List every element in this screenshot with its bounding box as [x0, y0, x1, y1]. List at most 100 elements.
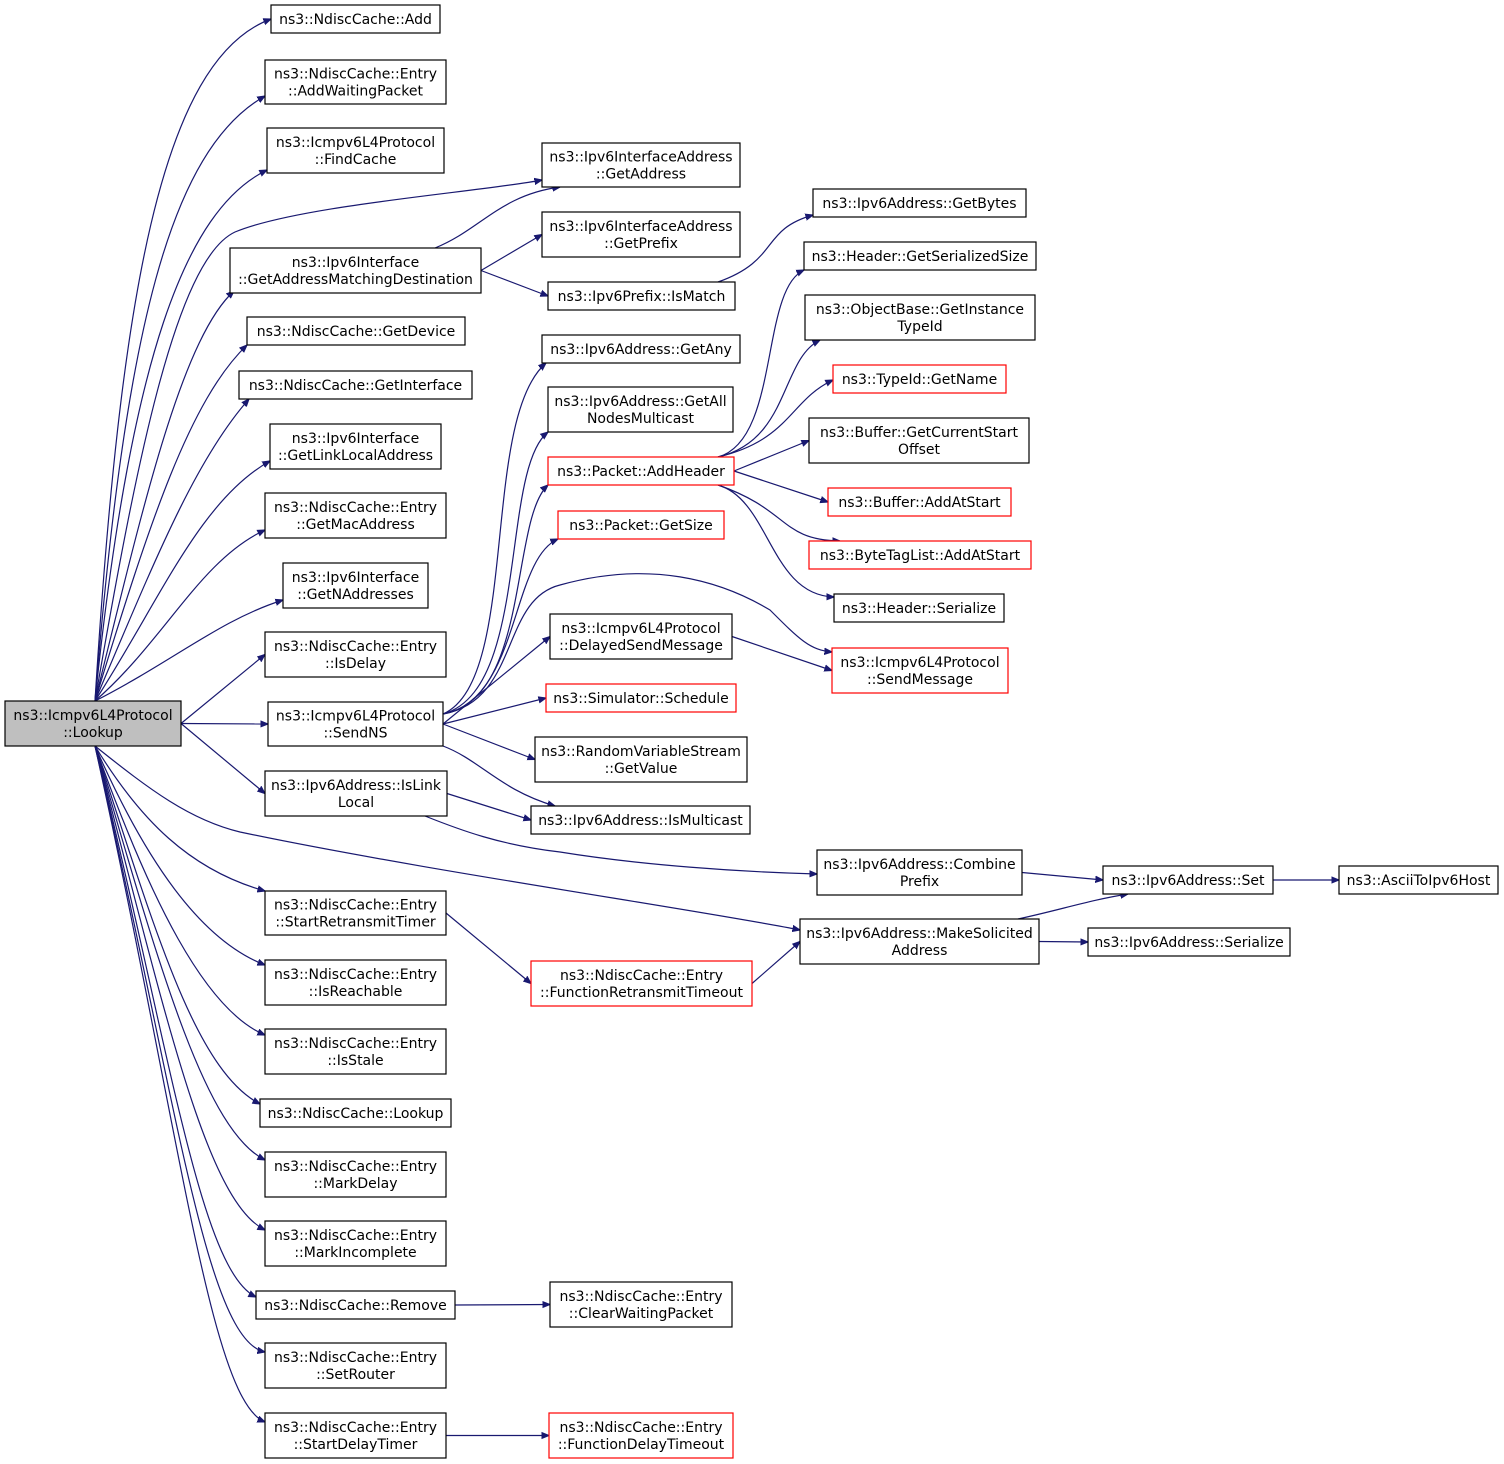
node-rvs_getvalue[interactable]: ns3::RandomVariableStream::GetValue: [534, 736, 748, 783]
node-label-line: ::IsReachable: [309, 984, 403, 1000]
node-findcache[interactable]: ns3::Icmpv6L4Protocol::FindCache: [266, 127, 445, 174]
node-root[interactable]: ns3::Icmpv6L4Protocol::Lookup: [4, 700, 182, 747]
node-label-line: ns3::NdiscCache::Entry: [274, 1350, 437, 1366]
node-label-line: ns3::ObjectBase::GetInstance: [816, 302, 1024, 318]
edge-root-to-e_isreachable: [94, 745, 265, 965]
node-box: [833, 593, 1005, 623]
node-box: [541, 211, 741, 258]
node-delayedsend[interactable]: ns3::Icmpv6L4Protocol::DelayedSendMessag…: [549, 613, 733, 660]
node-e_addwait[interactable]: ns3::NdiscCache::Entry::AddWaitingPacket: [264, 59, 447, 105]
node-e_markdelay[interactable]: ns3::NdiscCache::Entry::MarkDelay: [264, 1151, 447, 1198]
node-box: [541, 334, 741, 364]
edge-p_addheader-to-buf_getcur: [733, 441, 809, 472]
node-tid_getname[interactable]: ns3::TypeId::GetName: [832, 364, 1007, 394]
node-e_isreachable[interactable]: ns3::NdiscCache::Entry::IsReachable: [264, 959, 447, 1006]
node-ifa_getprefix[interactable]: ns3::Ipv6InterfaceAddress::GetPrefix: [541, 211, 741, 258]
node-box: [266, 127, 445, 174]
node-btl_addatstart[interactable]: ns3::ByteTagList::AddAtStart: [808, 540, 1032, 570]
edge-getaddrmatch-to-ifa_getaddress: [434, 187, 560, 249]
edge-root-to-nc_getdevice: [94, 345, 247, 702]
node-box: [808, 417, 1030, 464]
node-a_serialize[interactable]: ns3::Ipv6Address::Serialize: [1087, 927, 1291, 957]
node-e_markincomplete[interactable]: ns3::NdiscCache::Entry::MarkIncomplete: [264, 1220, 447, 1267]
node-e_startretx[interactable]: ns3::NdiscCache::Entry::StartRetransmitT…: [264, 890, 447, 936]
node-nc_getdevice[interactable]: ns3::NdiscCache::GetDevice: [246, 316, 466, 346]
node-sim_schedule[interactable]: ns3::Simulator::Schedule: [545, 683, 737, 713]
node-getlinklocal[interactable]: ns3::Ipv6Interface::GetLinkLocalAddress: [269, 423, 442, 470]
node-box: [267, 701, 444, 747]
edge-sendns-to-rvs_getvalue: [442, 723, 535, 760]
node-box: [264, 1220, 447, 1267]
node-label-line: ns3::Packet::GetSize: [569, 518, 712, 534]
edge-sendns-to-icmp_sendmsg: [442, 573, 832, 715]
node-box: [547, 386, 734, 433]
node-box: [799, 918, 1040, 965]
edge-root-to-getaddrmatch: [94, 291, 234, 702]
node-label-line: ns3::Ipv6Address::GetAny: [550, 342, 732, 358]
edge-p_addheader-to-btl_addatstart: [717, 484, 840, 541]
node-label-line: ::AddWaitingPacket: [288, 84, 423, 100]
edge-a_makesolicited-to-a_set: [1017, 894, 1128, 920]
node-box: [270, 4, 441, 34]
node-box: [557, 510, 725, 540]
node-e_funcdelay[interactable]: ns3::NdiscCache::Entry::FunctionDelayTim…: [548, 1412, 734, 1459]
node-a_getbytes[interactable]: ns3::Ipv6Address::GetBytes: [812, 188, 1027, 218]
node-a_ismulticast[interactable]: ns3::Ipv6Address::IsMulticast: [530, 805, 751, 835]
edge-root-to-e_markincomplete: [94, 745, 265, 1230]
node-e_setrouter[interactable]: ns3::NdiscCache::Entry::SetRouter: [264, 1342, 447, 1389]
edge-sendns-to-a_getallnodes: [442, 432, 548, 715]
edge-islinklocal-to-a_ismulticast: [446, 792, 531, 821]
node-label-line: Prefix: [900, 874, 939, 890]
node-label-line: ns3::NdiscCache::Add: [279, 12, 432, 28]
node-label-line: ::MarkIncomplete: [294, 1245, 416, 1261]
node-label-line: ns3::Icmpv6L4Protocol: [276, 135, 435, 151]
node-p_getsize[interactable]: ns3::Packet::GetSize: [557, 510, 725, 540]
node-label-line: ns3::Ipv6Address::IsLink: [271, 778, 442, 794]
node-getnaddr[interactable]: ns3::Ipv6Interface::GetNAddresses: [282, 562, 429, 609]
node-icmp_sendmsg[interactable]: ns3::Icmpv6L4Protocol::SendMessage: [831, 647, 1009, 694]
node-label-line: ::IsDelay: [325, 656, 386, 672]
node-label-line: ns3::Ipv6Address::MakeSolicited: [806, 926, 1033, 942]
node-e_isdelay[interactable]: ns3::NdiscCache::Entry::IsDelay: [264, 631, 447, 678]
node-sendns[interactable]: ns3::Icmpv6L4Protocol::SendNS: [267, 701, 444, 747]
node-box: [264, 1342, 447, 1389]
node-label-line: ns3::NdiscCache::GetDevice: [257, 324, 456, 340]
node-h_getsersize[interactable]: ns3::Header::GetSerializedSize: [803, 241, 1037, 271]
node-box: [803, 241, 1037, 271]
node-a_set[interactable]: ns3::Ipv6Address::Set: [1102, 865, 1274, 895]
node-e_funcretx[interactable]: ns3::NdiscCache::Entry::FunctionRetransm…: [530, 960, 753, 1007]
edge-root-to-e_getmac: [94, 530, 265, 702]
node-label-line: ns3::Simulator::Schedule: [553, 691, 729, 707]
node-p_addheader[interactable]: ns3::Packet::AddHeader: [547, 456, 735, 486]
node-nc_getinterface[interactable]: ns3::NdiscCache::GetInterface: [238, 370, 473, 400]
node-label-line: ::StartRetransmitTimer: [275, 915, 436, 931]
node-nc_remove[interactable]: ns3::NdiscCache::Remove: [255, 1290, 456, 1320]
node-box: [264, 1028, 447, 1075]
node-a_getany[interactable]: ns3::Ipv6Address::GetAny: [541, 334, 741, 364]
node-e_clearwait[interactable]: ns3::NdiscCache::Entry::ClearWaitingPack…: [549, 1281, 733, 1328]
node-label-line: ns3::Packet::AddHeader: [557, 464, 725, 480]
node-ascii2ipv6[interactable]: ns3::AsciiToIpv6Host: [1338, 865, 1499, 895]
node-box: [264, 631, 447, 678]
node-label-line: ::SetRouter: [316, 1367, 395, 1383]
node-e_getmac[interactable]: ns3::NdiscCache::Entry::GetMacAddress: [264, 492, 447, 539]
node-nc_add[interactable]: ns3::NdiscCache::Add: [270, 4, 441, 34]
node-e_startdelay[interactable]: ns3::NdiscCache::Entry::StartDelayTimer: [264, 1412, 447, 1459]
node-label-line: ns3::NdiscCache::Remove: [264, 1298, 447, 1314]
node-prefix_ismatch[interactable]: ns3::Ipv6Prefix::IsMatch: [547, 281, 736, 311]
node-box: [4, 700, 182, 747]
node-ifa_getaddress[interactable]: ns3::Ipv6InterfaceAddress::GetAddress: [541, 142, 741, 188]
node-nc_lookup[interactable]: ns3::NdiscCache::Lookup: [259, 1098, 452, 1128]
node-label-line: ns3::Buffer::GetCurrentStart: [820, 425, 1018, 441]
node-h_serialize[interactable]: ns3::Header::Serialize: [833, 593, 1005, 623]
node-e_isstale[interactable]: ns3::NdiscCache::Entry::IsStale: [264, 1028, 447, 1075]
node-box: [1087, 927, 1291, 957]
node-getaddrmatch[interactable]: ns3::Ipv6Interface::GetAddressMatchingDe…: [229, 247, 482, 294]
node-buf_addatstart[interactable]: ns3::Buffer::AddAtStart: [827, 487, 1012, 517]
